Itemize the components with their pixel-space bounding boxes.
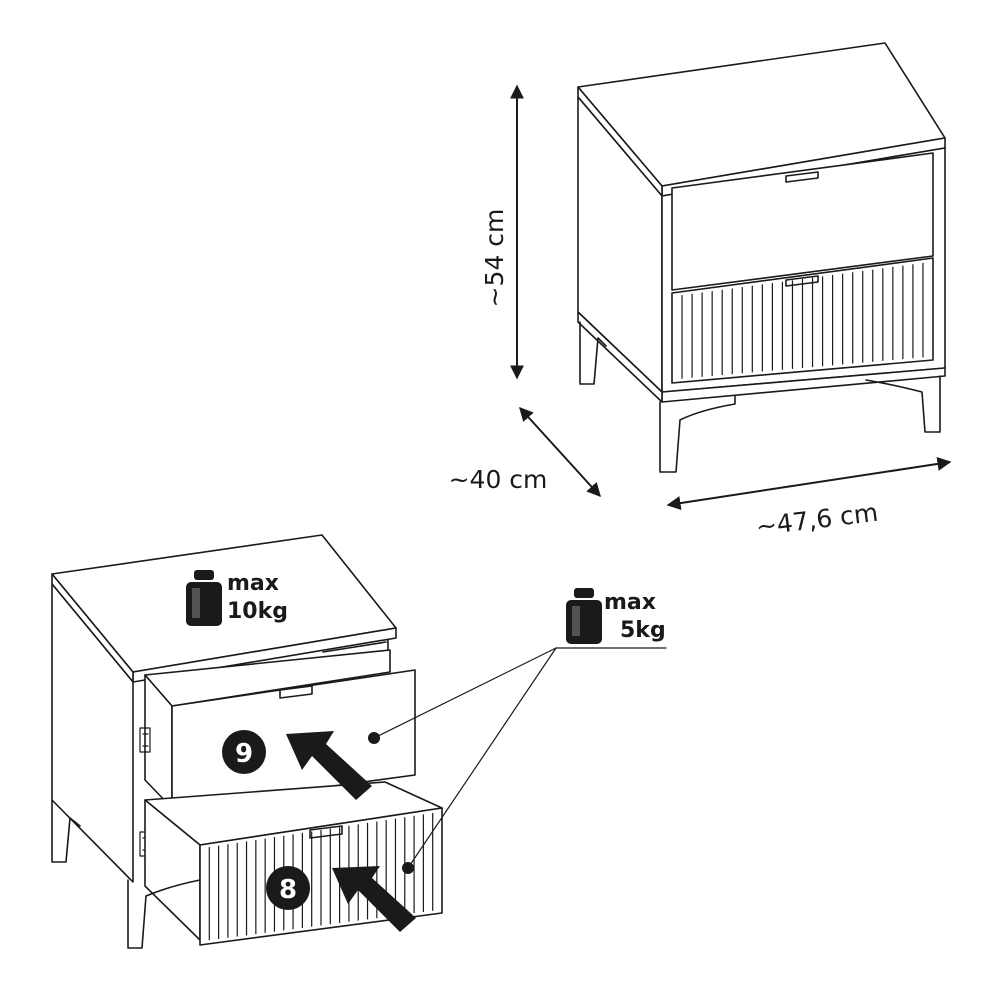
fluting: [681, 262, 924, 379]
weight-icon: [186, 570, 222, 626]
depth-label: ~40 cm: [449, 465, 548, 494]
step-number: 9: [235, 739, 253, 769]
top-load-max: max: [227, 571, 279, 596]
step-marker-8: 8: [266, 866, 310, 910]
drawer-load-max: max: [604, 590, 656, 615]
step-marker-9: 9: [222, 730, 266, 774]
drawer-load-leaders: [368, 647, 667, 874]
leader-dot: [368, 732, 380, 744]
height-label: ~54 cm: [480, 209, 509, 308]
nightstand-dimensions-view: [577, 42, 946, 473]
arrow-icon: [286, 731, 372, 800]
arrow-icon: [332, 866, 416, 932]
dimension-width: ~47,6 cm: [666, 456, 952, 542]
weight-icon: [566, 588, 602, 644]
top-load-value: 10kg: [227, 599, 288, 624]
width-label: ~47,6 cm: [754, 498, 879, 542]
dimension-height: ~54 cm: [480, 84, 524, 380]
leader-dot: [402, 862, 414, 874]
dimension-depth: ~40 cm: [449, 406, 601, 498]
drawer-load-value: 5kg: [620, 618, 666, 643]
step-number: 8: [279, 875, 297, 905]
